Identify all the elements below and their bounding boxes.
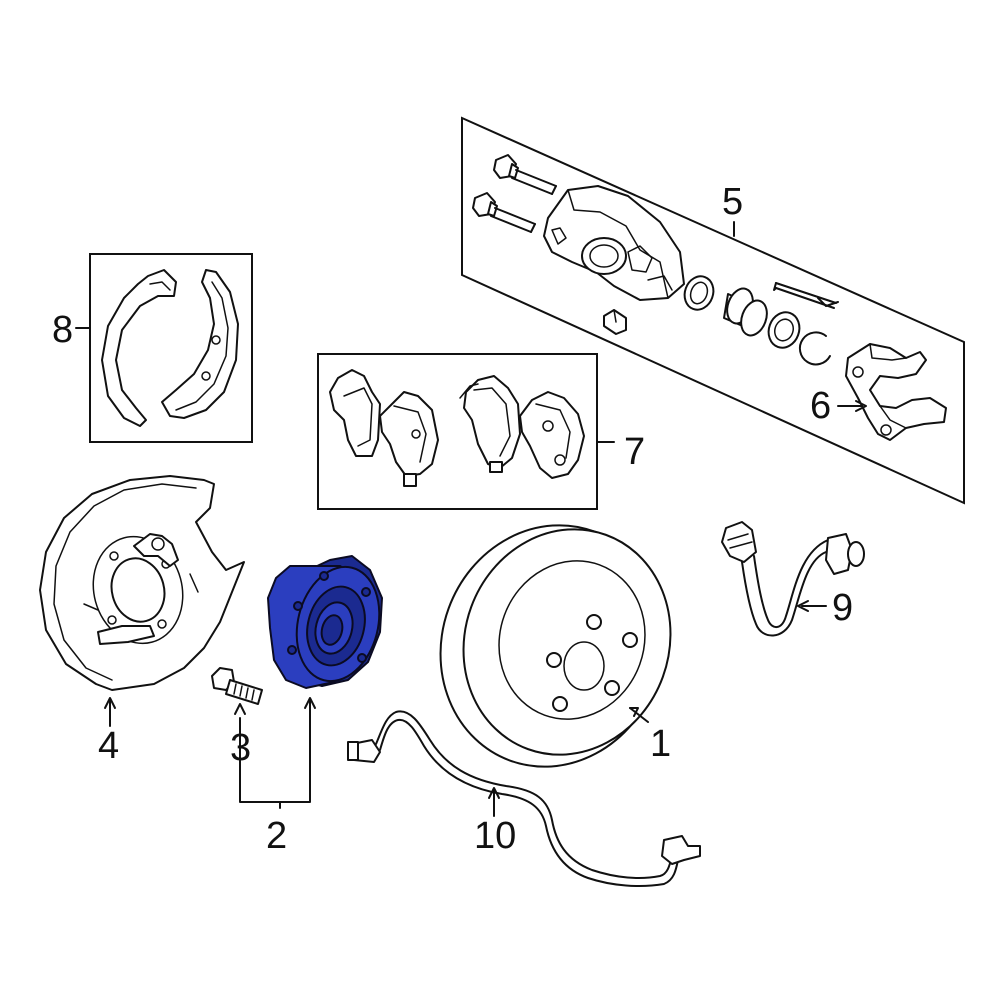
bleed-screw	[603, 309, 627, 335]
caliper-bolt-lower	[472, 192, 536, 233]
caliper-body	[543, 185, 685, 301]
caliper-bracket-icon[interactable]	[845, 343, 947, 441]
brake-rotor-icon[interactable]	[407, 494, 702, 799]
brake-hose-icon[interactable]	[721, 521, 865, 637]
callout-3: 3	[230, 727, 251, 769]
abs-sensor-icon[interactable]	[347, 710, 701, 887]
callout-8: 8	[52, 309, 73, 351]
leader-lines	[75, 221, 867, 817]
callout-9: 9	[832, 587, 853, 629]
callout-2: 2	[266, 815, 287, 857]
callout-7: 7	[624, 431, 645, 473]
piston-seal	[683, 275, 715, 311]
dust-boot	[767, 311, 801, 349]
retaining-clip	[773, 282, 839, 309]
hub-bolt-icon[interactable]	[211, 667, 263, 705]
snap-ring	[798, 331, 831, 366]
brake-pads-icon[interactable]	[317, 353, 598, 510]
callout-10: 10	[474, 815, 516, 857]
hub-assembly-icon[interactable]	[267, 555, 391, 690]
callout-1: 1	[650, 723, 671, 765]
backing-plate-icon[interactable]	[39, 475, 245, 691]
callout-6: 6	[810, 385, 831, 427]
parking-brake-shoes-icon[interactable]	[89, 253, 253, 443]
callout-5: 5	[722, 181, 743, 223]
caliper-piston	[723, 287, 768, 337]
callout-4: 4	[98, 725, 119, 767]
caliper-bolt-upper	[493, 154, 557, 195]
